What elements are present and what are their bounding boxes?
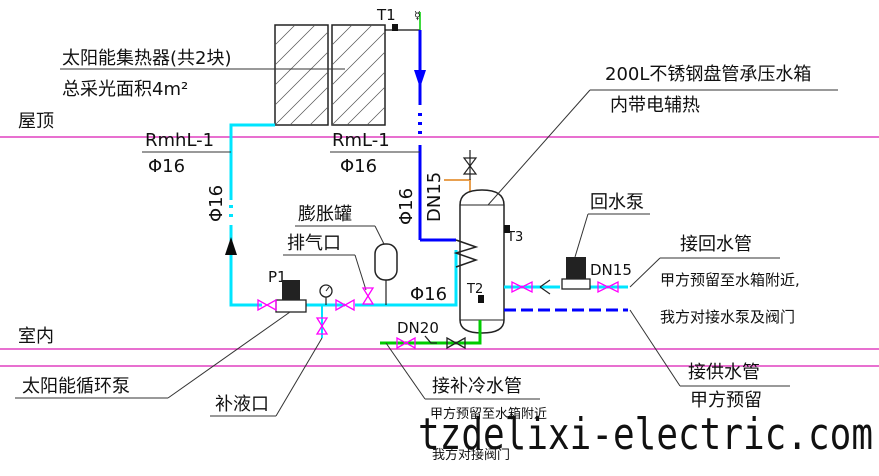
circulation-valve-icon	[257, 298, 355, 312]
rmhl-dia-label: Φ16	[148, 156, 185, 177]
we-connect-cold-label: 我方对接阀门	[432, 447, 510, 463]
tank-relief-valve-icon	[462, 150, 478, 180]
party-a-cold-label: 甲方预留至水箱附近	[430, 406, 547, 422]
return-check-valve-icon	[539, 279, 551, 295]
t2-label: T2	[466, 282, 483, 297]
party-a-return-label: 甲方预留至水箱附近,	[660, 271, 800, 289]
return-pipe-label: 接回水管	[680, 234, 752, 255]
return-pump-icon	[561, 257, 591, 290]
dn20-label: DN20	[397, 319, 439, 337]
tank-label: 200L不锈钢盘管承压水箱	[605, 64, 811, 85]
expansion-label: 膨胀罐	[298, 204, 352, 225]
we-connect-return-label: 我方对接水泵及阀门	[660, 308, 795, 326]
circulation-pump-icon	[275, 280, 307, 313]
collector-panel-icon	[274, 24, 386, 126]
top-vent-icon: ☿	[414, 9, 421, 30]
tank-sub-label: 内带电辅热	[610, 95, 700, 116]
t1-sensor-icon	[392, 24, 398, 31]
tank-coil	[453, 239, 479, 268]
flow-arrow-up-icon	[225, 237, 237, 255]
pressure-gauge-icon	[319, 284, 333, 305]
watermark: tzdelixi-electric.com	[418, 409, 873, 460]
rml-dia-label: Φ16	[340, 156, 377, 177]
fill-port-valve-icon	[315, 305, 329, 338]
tank-leader	[487, 89, 591, 206]
cold-water-pipe	[380, 320, 482, 345]
area-label: 总采光面积4m²	[62, 79, 188, 100]
circ-pump-label: 太阳能循环泵	[22, 376, 130, 397]
t2-sensor-icon	[478, 295, 484, 303]
vent-label: 排气口	[287, 233, 341, 254]
phi16-left-label: Φ16	[206, 185, 227, 222]
storage-tank-icon	[459, 189, 505, 334]
vent-valve-icon	[361, 287, 375, 305]
roof-label: 屋顶	[18, 111, 54, 132]
party-a-supply-label: 甲方预留	[690, 390, 762, 411]
t1-label: T1	[376, 6, 396, 24]
cold-check-valve-icon	[424, 335, 466, 350]
collector-label: 太阳能集热器(共2块)	[62, 48, 232, 69]
phi16-mid-label: Φ16	[396, 188, 417, 225]
expansion-tank-icon	[374, 243, 398, 305]
cold-valve-icon	[396, 336, 416, 350]
supply-pipe-label: 接供水管	[688, 362, 760, 383]
tank-vent-pipe	[444, 179, 471, 193]
indoor-label: 室内	[18, 326, 54, 347]
p1-label: P1	[268, 268, 287, 286]
rml-label: RmL-1	[332, 130, 390, 151]
rmhl-label: RmhL-1	[145, 130, 214, 151]
t3-sensor-icon	[504, 225, 510, 233]
return-valve-icon	[511, 280, 619, 294]
svg-text:☿: ☿	[414, 9, 421, 22]
cold-pipe-label: 接补冷水管	[432, 376, 522, 397]
dn15-vertical-label: DN15	[424, 172, 445, 222]
collector-supply-pipe	[418, 30, 456, 242]
flow-arrow-down-icon	[414, 70, 426, 88]
return-pump-label: 回水泵	[590, 192, 644, 213]
t3-label: T3	[506, 230, 523, 245]
dn15-horizontal-label: DN15	[590, 261, 632, 279]
fill-port-label: 补液口	[215, 394, 269, 415]
phi16-horizontal-label: Φ16	[410, 284, 447, 305]
